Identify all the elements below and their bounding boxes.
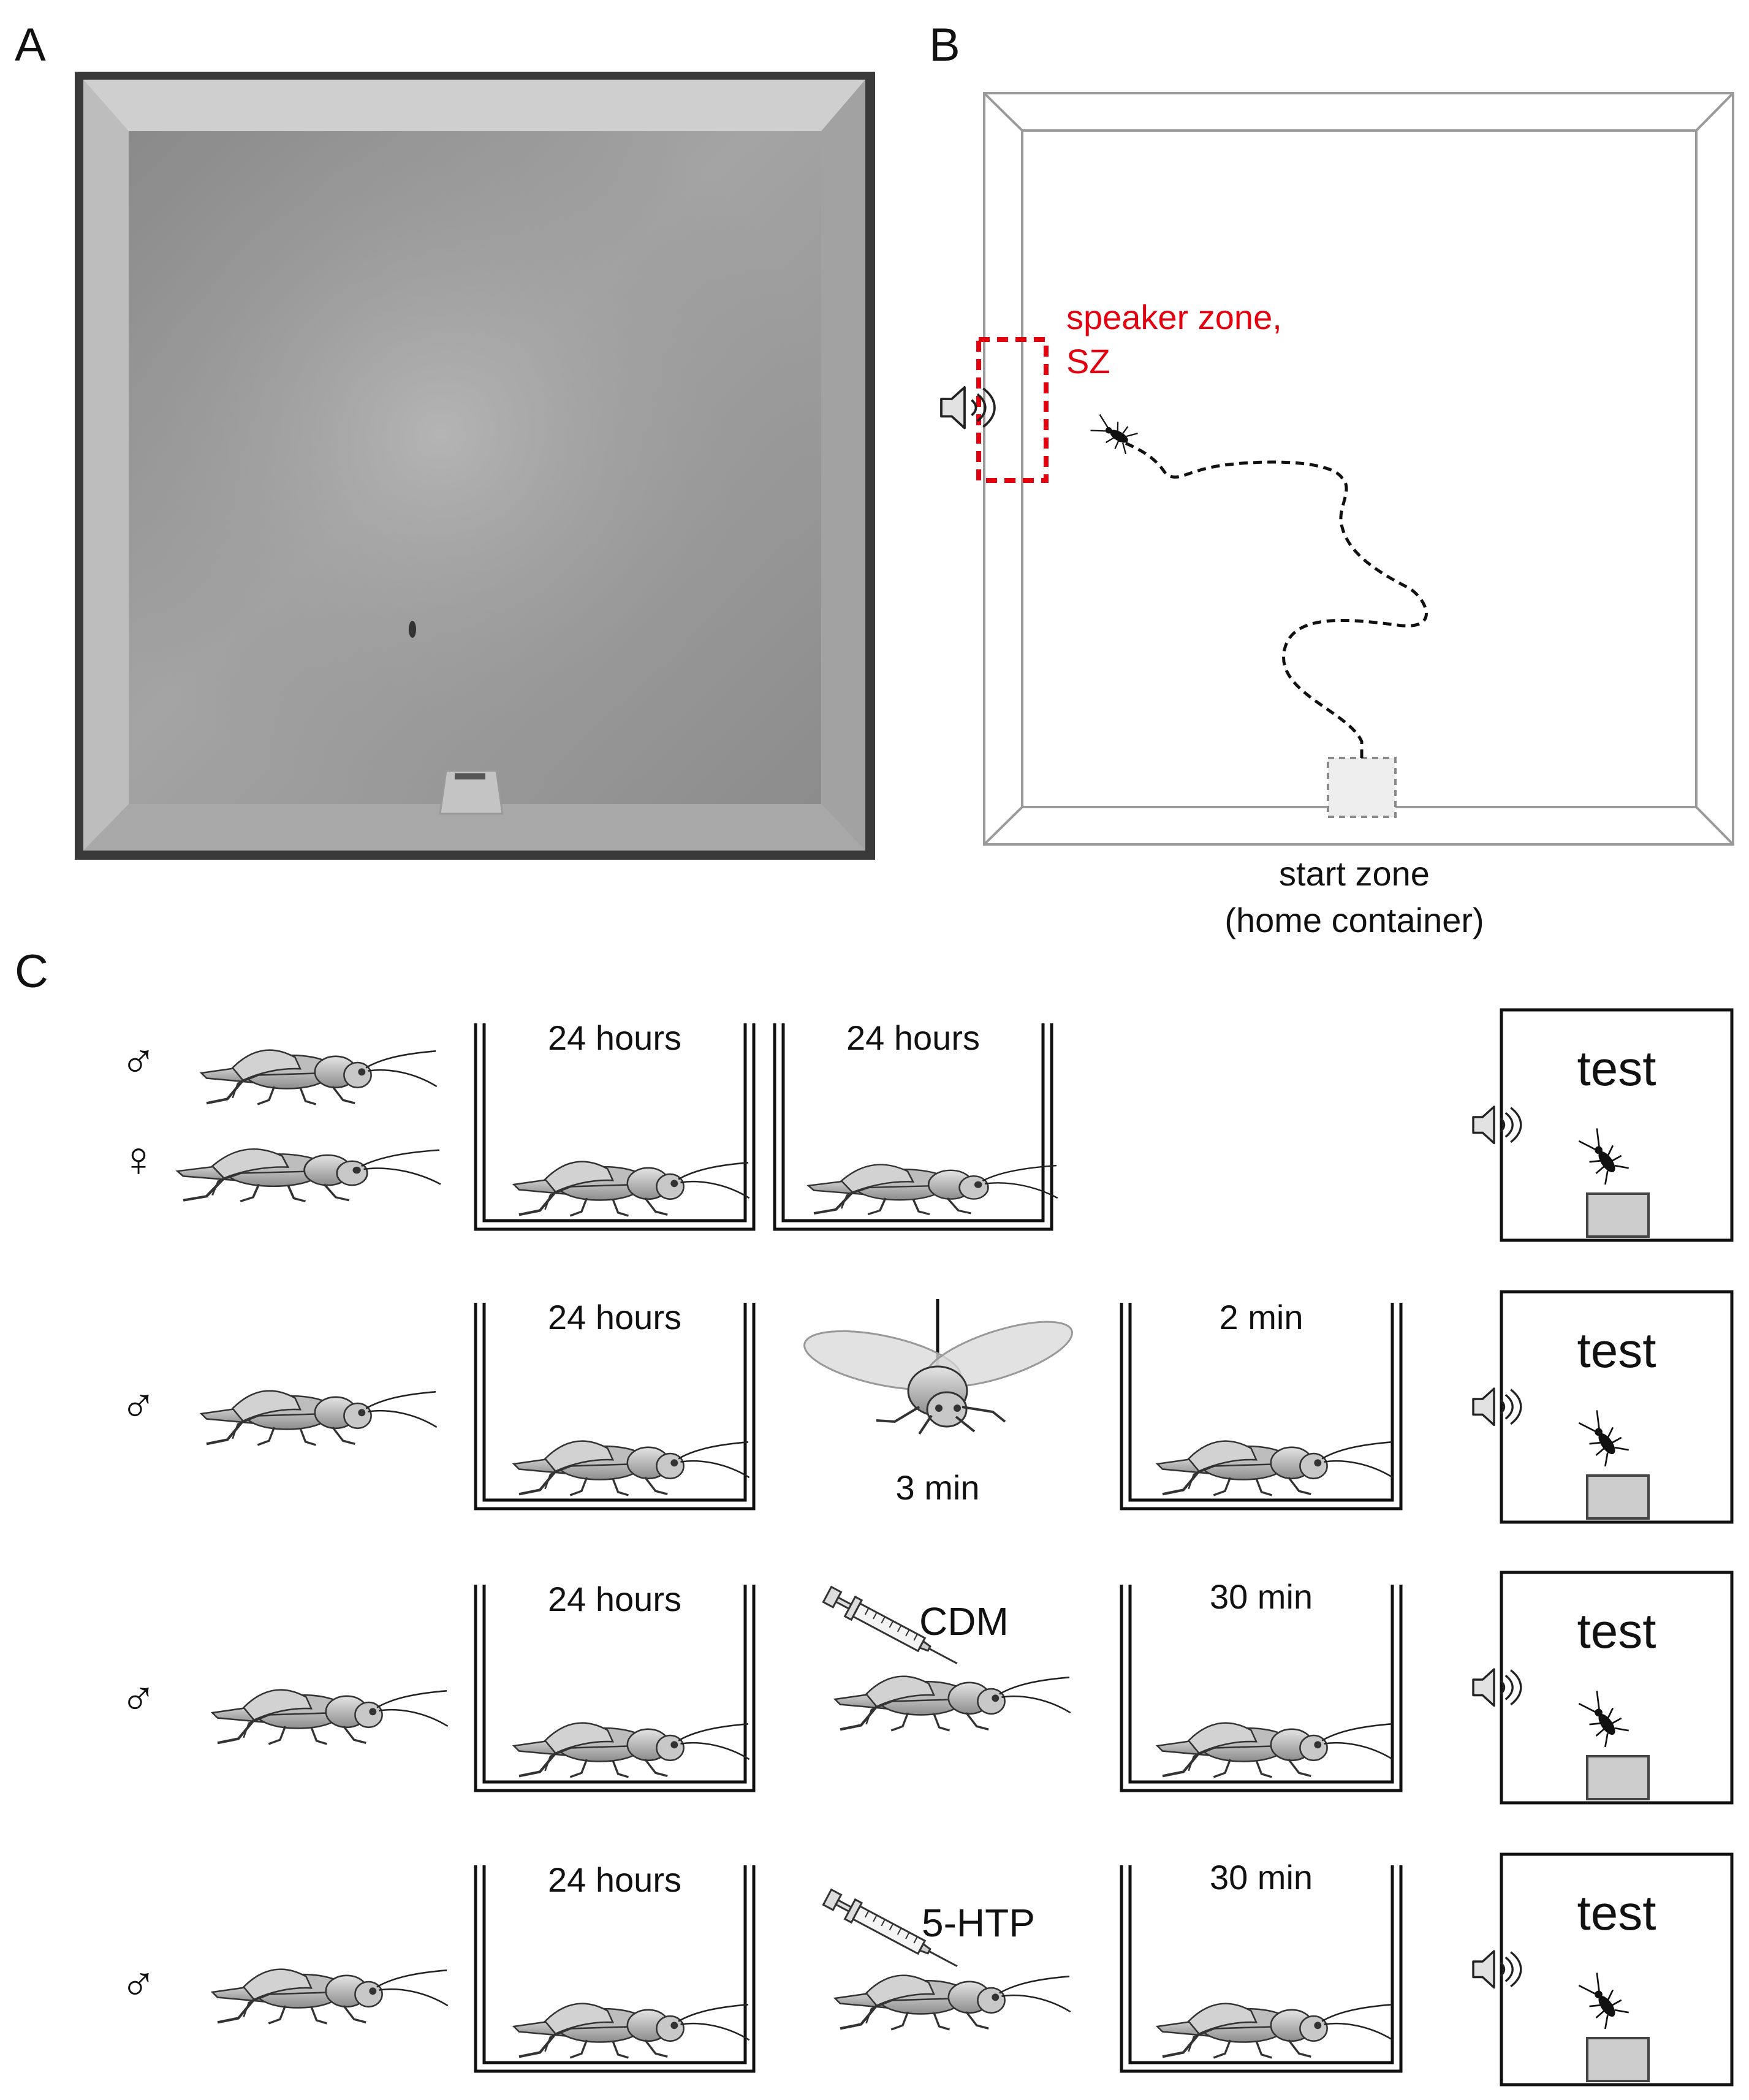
panel-label-b: B xyxy=(929,19,960,71)
duration-label: 24 hours xyxy=(548,1018,681,1057)
duration-label: 24 hours xyxy=(548,1298,681,1336)
duration-label: 24 hours xyxy=(548,1580,681,1618)
drug-label: 5-HTP xyxy=(922,1901,1035,1945)
duration-label: 2 min xyxy=(1219,1298,1303,1336)
panel-label-a: A xyxy=(15,19,46,71)
male-symbol: ♂ xyxy=(120,1671,157,1726)
arena-schematic xyxy=(983,92,1734,846)
cricket-icon xyxy=(514,1441,749,1495)
holding-container xyxy=(474,1303,756,1511)
cricket-icon xyxy=(1158,1723,1393,1777)
holding-container xyxy=(773,1023,1053,1231)
test-arena xyxy=(1472,1290,1734,1524)
cricket-icon xyxy=(213,1969,448,2023)
cricket-icon xyxy=(514,1162,749,1216)
holding-container xyxy=(474,1023,756,1231)
holding-container xyxy=(1120,1303,1403,1511)
test-arena xyxy=(1472,1008,1734,1242)
test-label: test xyxy=(1577,1041,1656,1096)
duration-label: 30 min xyxy=(1209,1577,1313,1616)
cricket-icon xyxy=(835,1677,1071,1730)
cricket-icon xyxy=(514,2004,749,2058)
cricket-icon xyxy=(1088,411,1139,456)
duration-label: 30 min xyxy=(1209,1858,1313,1897)
speaker-zone-label: speaker zone, xyxy=(1066,298,1282,336)
cricket-icon xyxy=(202,1391,437,1445)
test-label: test xyxy=(1577,1886,1656,1940)
drug-label: CDM xyxy=(919,1599,1009,1643)
cricket-icon xyxy=(808,1164,1058,1214)
holding-container xyxy=(474,1865,756,2073)
cricket-icon xyxy=(1158,1441,1393,1495)
arena-photo xyxy=(75,72,875,860)
cricket-icon xyxy=(1158,2004,1393,2058)
holding-container xyxy=(1120,1865,1403,2073)
cricket-trajectory xyxy=(1118,438,1428,758)
test-label: test xyxy=(1577,1604,1656,1658)
test-arena xyxy=(1472,1852,1734,2087)
flying-insect-icon xyxy=(803,1299,1073,1435)
female-symbol: ♀ xyxy=(120,1132,157,1186)
panel-label-c: C xyxy=(15,946,48,998)
male-symbol: ♂ xyxy=(120,1378,157,1433)
start-zone-label: start zone xyxy=(1279,854,1430,893)
male-symbol: ♂ xyxy=(120,1957,157,2011)
duration-label: 24 hours xyxy=(846,1018,980,1057)
test-arena xyxy=(1472,1571,1734,1805)
duration-label: 24 hours xyxy=(548,1860,681,1899)
cricket-icon xyxy=(514,1723,749,1777)
holding-container xyxy=(474,1585,756,1792)
start-zone-container xyxy=(1327,757,1397,818)
speaker-icon xyxy=(940,386,996,430)
male-symbol: ♂ xyxy=(120,1034,157,1088)
cricket-icon xyxy=(178,1149,441,1201)
start-zone-sublabel: (home container) xyxy=(1224,901,1484,939)
test-label: test xyxy=(1577,1323,1656,1378)
cricket-icon xyxy=(835,1976,1071,2030)
holding-container xyxy=(1120,1585,1403,1792)
cricket-icon xyxy=(213,1690,448,1744)
speaker-zone xyxy=(976,337,1049,483)
treatment-duration-label: 3 min xyxy=(895,1468,980,1507)
speaker-zone-abbrev: SZ xyxy=(1066,342,1110,381)
cricket-icon xyxy=(202,1050,437,1104)
